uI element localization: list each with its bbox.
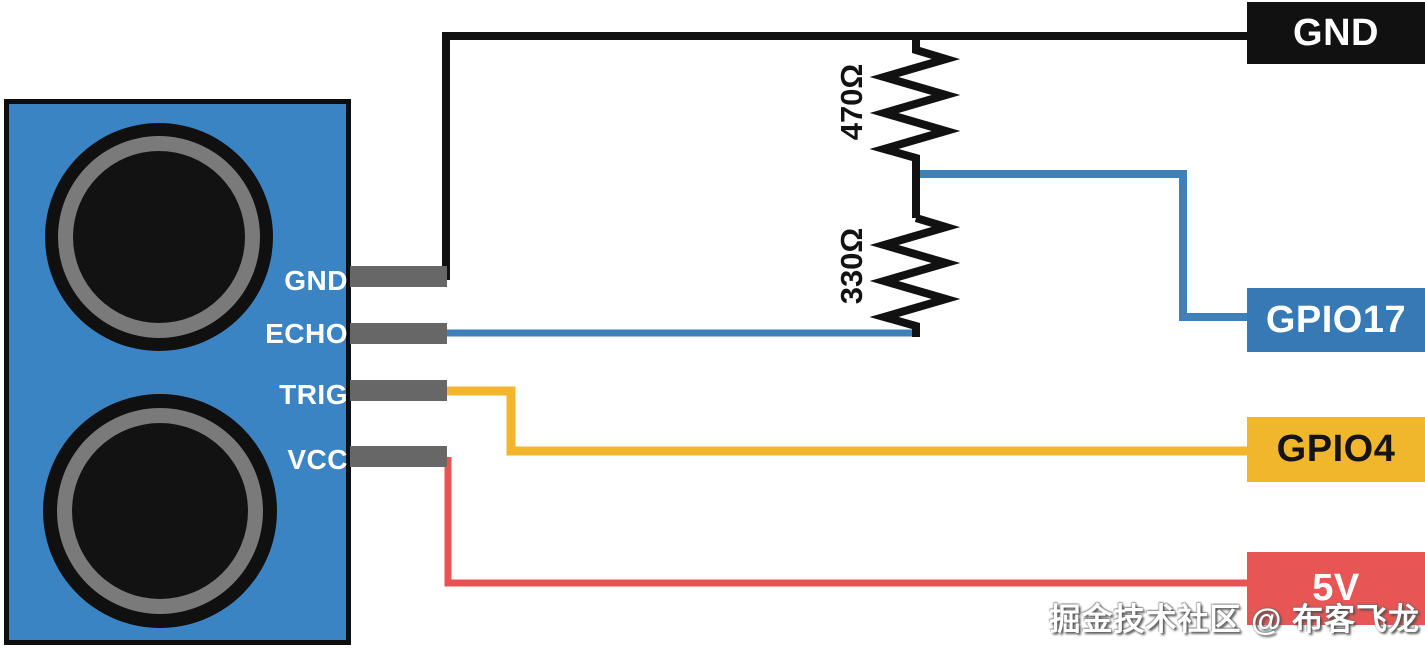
pin-gnd [350,266,447,287]
pin-vcc [350,446,447,467]
pin-label-gnd: GND [284,265,348,296]
transducer-core [73,151,245,323]
terminal-gpio4: GPIO4 [1247,417,1425,482]
pin-echo [350,323,447,344]
terminal-gpio17: GPIO17 [1247,288,1425,352]
terminal-5v: 5V [1247,552,1425,625]
pin-label-trig: TRIG [279,379,348,410]
terminal-gnd: GND [1247,2,1425,64]
gpio17-wire [918,170,1250,321]
power-wire [444,457,1250,587]
pin-label-vcc: VCC [287,444,348,475]
resistor-470-symbol [869,36,961,218]
transducer-bottom [43,394,277,628]
ground-wire [442,32,1250,280]
transducer-core [72,423,248,599]
resistor-330-label: 330Ω [834,227,869,305]
watermark-text: 掘金技术社区 @ 布客飞龙 [1049,602,1420,637]
ultrasonic-sensor-module: GND ECHO TRIG VCC [4,99,351,645]
resistor-470-label: 470Ω [834,63,869,141]
pin-label-echo: ECHO [265,318,348,349]
resistor-330-symbol [869,214,961,337]
gpio4-wire [447,386,1250,456]
transducer-top [45,123,273,351]
pin-trig [350,380,447,401]
